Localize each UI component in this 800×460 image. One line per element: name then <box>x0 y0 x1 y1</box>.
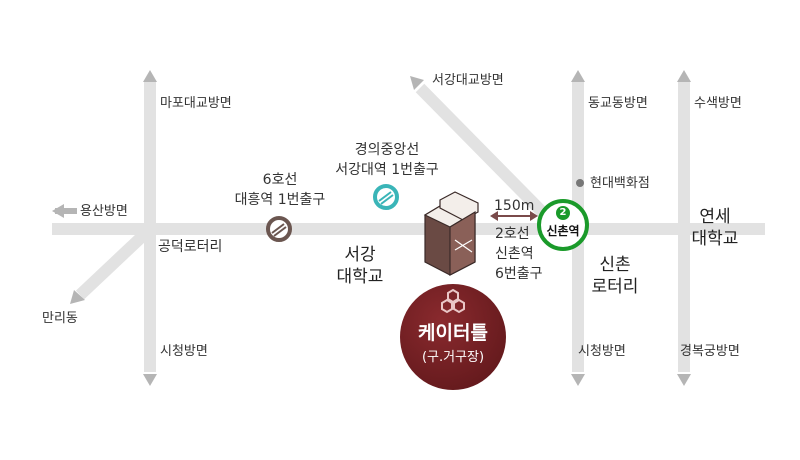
arrow-up-icon <box>571 70 585 82</box>
direction-donggyodong: 동교동방면 <box>588 96 648 111</box>
arrow-down-icon <box>571 374 585 386</box>
sogang-univ-label: 서강 대학교 <box>330 244 390 288</box>
direction-yongsan: 용산방면 <box>80 204 128 219</box>
road-mallidong <box>75 224 155 300</box>
yonsei-line1: 연세 <box>699 207 731 227</box>
venue-logo-icon <box>441 288 465 314</box>
gyeongui-station-icon <box>373 184 399 210</box>
venue-marker: 케이터틀 (구.거구장) <box>400 284 506 390</box>
line6-station-icon <box>266 216 292 242</box>
road-seogang-bridge <box>415 83 560 230</box>
yonsei-line2: 대학교 <box>691 229 739 249</box>
arrow-up-icon <box>677 70 691 82</box>
venue-name: 케이터틀 <box>418 322 488 344</box>
line2-badge: 2 <box>556 206 570 220</box>
gyeongui-name: 경의중앙선 <box>354 142 420 158</box>
sinchon-station-marker: 2 신촌역 <box>537 199 589 251</box>
sogang-line2: 대학교 <box>336 267 384 287</box>
sinchon-line2: 로터리 <box>591 277 639 297</box>
line2-exit-label: 2호선 신촌역 6번출구 <box>495 224 543 284</box>
station-name: 신촌역 <box>546 224 580 238</box>
line2-station: 신촌역 <box>495 246 534 262</box>
building-icon <box>423 191 479 276</box>
line2-exit: 6번출구 <box>495 266 543 282</box>
direction-gyeongbokgung: 경복궁방면 <box>680 344 740 359</box>
direction-cityhall-left: 시청방면 <box>160 344 208 359</box>
line6-name: 6호선 <box>262 172 298 188</box>
line2-name: 2호선 <box>495 226 530 242</box>
line6-exit: 대흥역 1번출구 <box>234 192 326 208</box>
line6-exit-label: 6호선 대흥역 1번출구 <box>225 170 335 210</box>
arrow-down-icon <box>677 374 691 386</box>
distance-label: 150m <box>494 198 535 214</box>
yonsei-univ-label: 연세 대학교 <box>680 206 750 250</box>
sinchon-line1: 신촌 <box>599 255 631 275</box>
hyundai-dept-label: 현대백화점 <box>590 176 650 191</box>
hyundai-dot-icon <box>576 179 584 187</box>
distance-arrow-icon <box>490 211 538 221</box>
direction-mallidong: 만리동 <box>42 311 78 326</box>
sogang-line1: 서강 <box>344 245 376 265</box>
gyeongui-exit-label: 경의중앙선 서강대역 1번출구 <box>322 140 452 180</box>
direction-seogang-bridge: 서강대교방면 <box>432 73 504 88</box>
direction-cityhall-right: 시청방면 <box>578 344 626 359</box>
arrow-upleft-icon <box>410 76 424 90</box>
gongdeok-rotary-label: 공덕로터리 <box>158 239 223 255</box>
arrow-downleft-icon <box>70 290 85 304</box>
sinchon-rotary-label: 신촌 로터리 <box>580 254 650 298</box>
arrow-up-icon <box>143 70 157 82</box>
venue-former-name: (구.거구장) <box>421 350 485 365</box>
arrow-down-icon <box>143 374 157 386</box>
direction-susaek: 수색방면 <box>694 96 742 111</box>
gyeongui-exit: 서강대역 1번출구 <box>335 162 439 178</box>
direction-mapo-bridge: 마포대교방면 <box>160 96 232 111</box>
